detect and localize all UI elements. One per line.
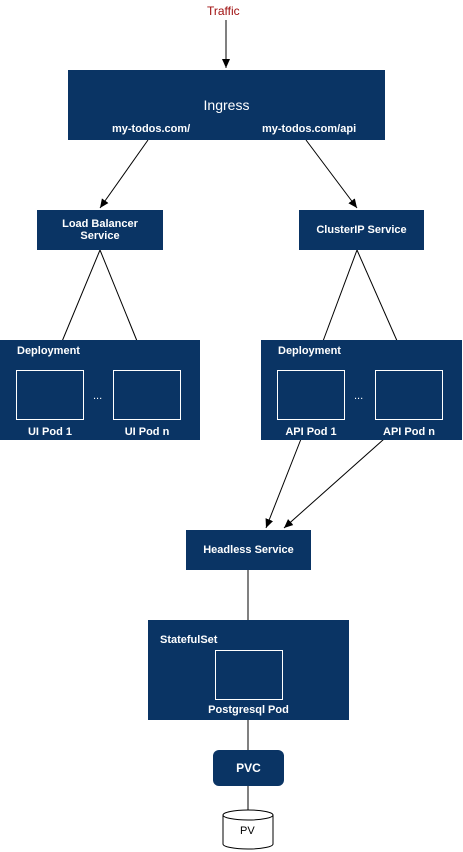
api-pod-1-box[interactable] — [277, 370, 345, 420]
api-deployment-label: Deployment — [278, 345, 341, 357]
ui-pod-n-box[interactable] — [113, 370, 181, 420]
api-pod-1-label: API Pod 1 — [285, 426, 337, 438]
ui-deployment-label: Deployment — [17, 345, 80, 357]
load-balancer-label-line1: Load Balancer — [62, 218, 138, 230]
postgresql-pod-box[interactable] — [215, 650, 283, 700]
headless-label: Headless Service — [203, 544, 294, 556]
api-pod-ellipsis: ... — [354, 390, 364, 402]
ingress-title: Ingress — [203, 97, 250, 113]
pv-cylinder — [222, 809, 274, 850]
headless-service-node[interactable]: Headless Service — [186, 530, 311, 570]
ui-deployment-node[interactable]: Deployment UI Pod 1 ... UI Pod n — [0, 340, 200, 440]
pvc-label: PVC — [236, 761, 261, 775]
ui-pod-n-label: UI Pod n — [124, 426, 170, 438]
traffic-label: Traffic — [207, 4, 240, 18]
pvc-node[interactable]: PVC — [213, 750, 284, 786]
api-pod-n-box[interactable] — [375, 370, 443, 420]
ui-pod-1-label: UI Pod 1 — [27, 426, 72, 438]
ui-pod-1-box[interactable] — [16, 370, 84, 420]
pv-label: PV — [240, 825, 255, 837]
ingress-node[interactable]: Ingress my-todos.com/ my-todos.com/api — [68, 70, 385, 140]
api-deployment-node[interactable]: Deployment API Pod 1 ... API Pod n — [261, 340, 462, 440]
clusterip-service-node[interactable]: ClusterIP Service — [299, 210, 424, 250]
arrow-api-pod-n-to-headless — [283, 438, 385, 529]
ingress-route-ui: my-todos.com/ — [112, 123, 191, 135]
load-balancer-label-line2: Service — [80, 230, 120, 242]
load-balancer-service-node[interactable]: Load Balancer Service — [37, 210, 163, 250]
arrow-ingress-to-load-balancer — [99, 139, 149, 209]
clusterip-label: ClusterIP Service — [316, 224, 407, 236]
arrow-ingress-to-clusterip — [305, 139, 358, 209]
statefulset-label: StatefulSet — [160, 634, 218, 646]
arrow-api-pod-1-to-headless — [265, 438, 302, 529]
ui-pod-ellipsis: ... — [93, 390, 103, 402]
postgresql-pod-label: Postgresql Pod — [208, 704, 289, 716]
statefulset-node[interactable]: StatefulSet Postgresql Pod — [148, 620, 349, 720]
ingress-route-api: my-todos.com/api — [262, 123, 357, 135]
api-pod-n-label: API Pod n — [383, 426, 435, 438]
